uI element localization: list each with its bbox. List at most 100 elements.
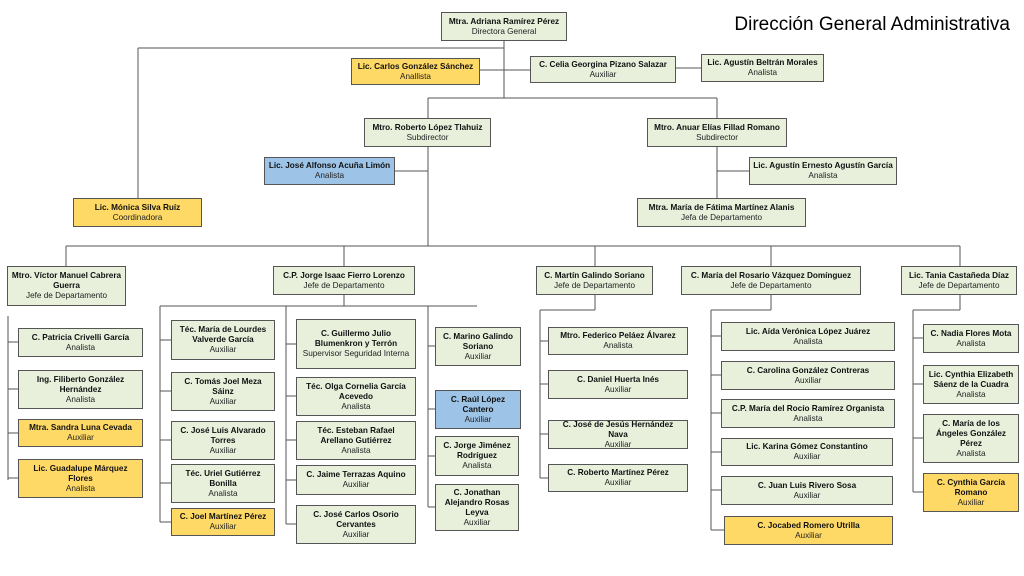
node-role: Analista [956, 448, 986, 458]
node-role: Analista [808, 171, 838, 180]
node-role: Jefe de Departamento [553, 280, 635, 290]
node-role: Directora General [471, 26, 537, 36]
node-role: Analista [65, 342, 96, 352]
node-role: Auxiliar [793, 490, 821, 500]
node-role: Analista [208, 488, 238, 498]
node-role: Auxiliar [793, 452, 821, 461]
node-name: Lic. Agustín Ernesto Agustín García [753, 161, 893, 170]
node-name: Téc. Esteban Rafael Arellano Gutiérrez [317, 425, 395, 445]
node-name: C. Roberto Martínez Pérez [567, 468, 669, 477]
node-role: Auxiliar [342, 480, 370, 489]
org-node: Lic. Cynthia Elizabeth Sáenz de la Cuadr… [923, 365, 1019, 404]
node-role: Auxiliar [67, 433, 94, 442]
node-name: C.P. María del Rocío Ramírez Organista [731, 403, 885, 413]
node-name: Lic. Cynthia Elizabeth Sáenz de la Cuadr… [928, 369, 1014, 389]
node-role: Auxiliar [589, 69, 617, 79]
node-role: Jefe de Departamento [25, 291, 107, 300]
node-name: C. Jorge Jiménez Rodríguez [443, 441, 511, 460]
node-name: Téc. María de Lourdes Valverde García [179, 325, 267, 344]
node-name: Téc. Uriel Gutiérrez Bonilla [185, 468, 261, 488]
node-role: Analista [747, 68, 778, 77]
node-name: C. Jocabed Romero Utrilla [757, 520, 860, 530]
node-name: Lic. José Alfonso Acuña Limón [268, 161, 391, 170]
node-name: C. Patricia Crivelli García [31, 332, 130, 342]
node-name: Lic. Agustín Beltrán Morales [707, 58, 818, 67]
node-role: Subdirector [406, 132, 449, 142]
node-name: Lic. Karina Gómez Constantino [746, 442, 868, 451]
node-role: Anallista [400, 71, 431, 81]
node-role: Auxiliar [957, 497, 985, 507]
node-role: Supervisor Seguridad Interna [302, 349, 410, 358]
node-role: Auxiliar [209, 345, 237, 354]
node-role: Auxiliar [209, 445, 237, 455]
node-name: C. María del Rosario Vázquez Domínguez [690, 270, 852, 280]
node-role: Analista [341, 401, 371, 411]
node-name: Lic. Carlos González Sánchez [357, 61, 474, 71]
node-name: C.P. Jorge Isaac Fierro Lorenzo [283, 270, 405, 280]
chart-title: Dirección General Administrativa [734, 14, 1010, 35]
node-role: Analista [65, 394, 96, 404]
node-name: C. Jonathan Alejandro Rosas Leyva [444, 487, 510, 517]
node-name: Mtro. Anuar Elías Fillad Romano [654, 122, 780, 132]
node-name: C. José Carlos Osorio Cervantes [313, 509, 399, 529]
node-name: C. Celia Georgina Pizano Salazar [539, 59, 667, 69]
node-role: Auxiliar [604, 384, 632, 394]
node-name: C. Marino Galindo Soriano [442, 331, 514, 351]
node-name: C. José Luis Alvarado Torres [180, 425, 266, 445]
node-role: Jefe de Departamento [918, 280, 1000, 290]
node-name: C. Raúl López Cantero [450, 394, 506, 414]
node-role: Auxiliar [794, 375, 822, 385]
node-role: Auxiliar [209, 396, 237, 406]
node-role: Analista [341, 445, 371, 455]
node-name: Mtra. Adriana Ramírez Pérez [448, 16, 560, 26]
node-role: Analista [793, 413, 823, 423]
node-name: Lic. Aída Verónica López Juárez [745, 326, 871, 336]
node-role: Analista [65, 483, 96, 493]
node-role: Auxiliar [463, 517, 491, 527]
node-role: Jefe de Departamento [730, 280, 812, 290]
node-role: Coordinadora [112, 212, 163, 222]
node-role: Jefa de Departamento [680, 212, 762, 222]
node-name: C. Nadia Flores Mota [930, 328, 1012, 338]
node-name: Téc. Olga Cornelia García Acevedo [306, 381, 406, 401]
node-role: Auxiliar [604, 478, 632, 487]
node-name: Lic. Mónica Silva Ruíz [94, 202, 181, 212]
node-name: Mtra. María de Fátima Martínez Alanis [648, 202, 795, 212]
node-name: C. Juan Luis Rivero Sosa [757, 480, 857, 490]
node-name: C. Cynthia García Romano [936, 477, 1006, 497]
node-name: Mtro. Federico Peláez Álvarez [560, 331, 676, 340]
node-name: Ing. Filiberto González Hernández [36, 374, 125, 394]
node-role: Analista [956, 389, 986, 399]
